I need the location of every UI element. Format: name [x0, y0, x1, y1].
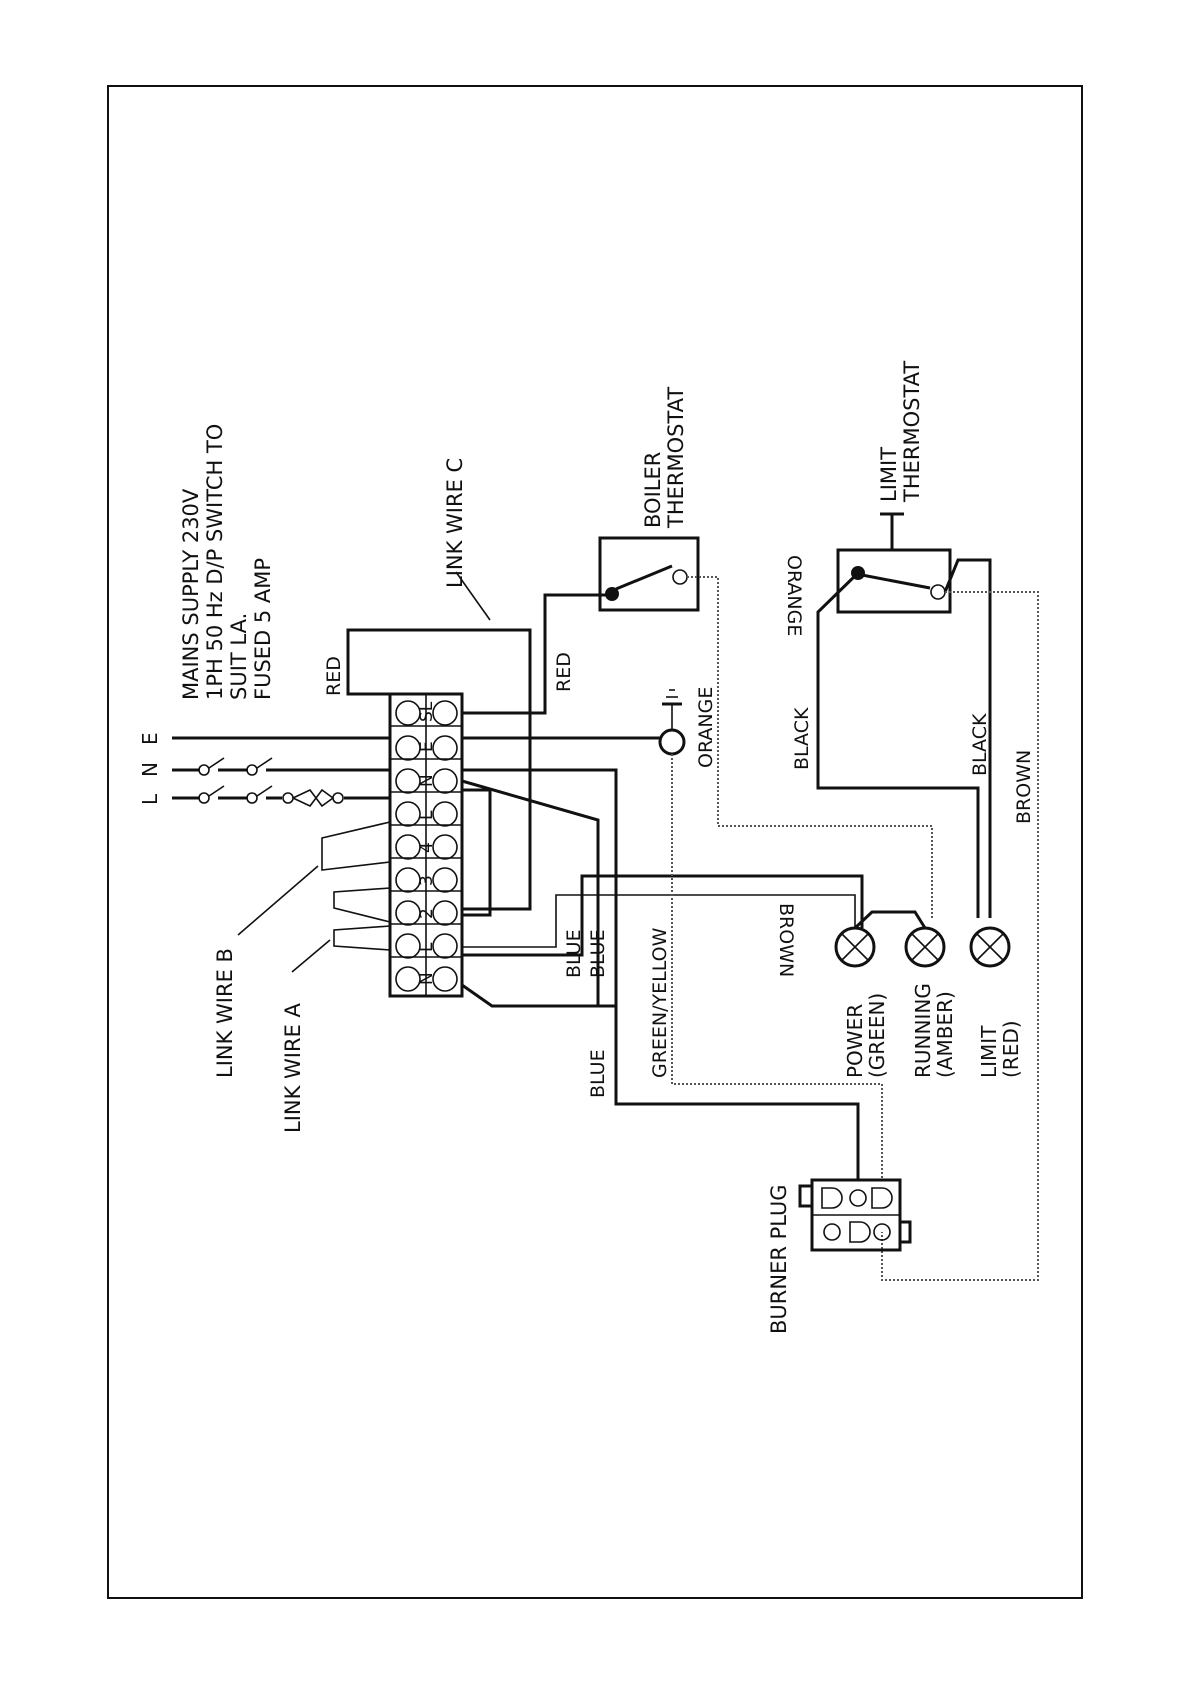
terminal-label-n: N: [417, 972, 437, 985]
terminal-label-4: 4: [417, 842, 437, 853]
earth-terminal: [462, 690, 684, 754]
mains-supply-label: MAINS SUPPLY 230V 1PH 50 Hz D/P SWITCH T…: [179, 424, 275, 700]
wire-label-red-1: RED: [323, 656, 345, 696]
boiler-thermostat-label-2: THERMOSTAT: [664, 387, 688, 529]
page-frame: [108, 86, 1082, 1598]
lamp-running-label-1: RUNNING: [911, 983, 935, 1078]
svg-text:FUSED 5 AMP: FUSED 5 AMP: [251, 558, 275, 700]
terminal-label-n2: N: [417, 774, 437, 787]
lamp-power: [836, 928, 874, 966]
svg-text:SUIT LA.: SUIT LA.: [227, 613, 251, 700]
wire-label-brown-1: BROWN: [775, 903, 797, 977]
boiler-thermostat: [600, 538, 698, 610]
link-wire-b-label: LINK WIRE B: [213, 948, 237, 1078]
wire-label-orange-earth: ORANGE: [695, 687, 717, 768]
wire-label-black-2: BLACK: [969, 713, 991, 776]
link-wire-c-label: LINK WIRE C: [443, 458, 467, 588]
link-wires-a-b: [238, 822, 390, 972]
terminal-label-l2: L: [417, 810, 437, 820]
link-wire-a-label: LINK WIRE A: [281, 1002, 305, 1133]
wire-label-brown-2: BROWN: [1013, 750, 1035, 824]
fuse-icon: [283, 790, 343, 806]
svg-text:MAINS SUPPLY 230V: MAINS SUPPLY 230V: [179, 488, 203, 700]
wire-label-red-2: RED: [553, 652, 575, 692]
terminal-label-2: 2: [417, 908, 437, 919]
terminal-label-3: 3: [417, 875, 437, 886]
svg-text:1PH 50 Hz D/P SWITCH TO: 1PH 50 Hz D/P SWITCH TO: [203, 424, 227, 700]
line-label-n: N: [138, 762, 162, 777]
wire-label-blue-1: BLUE: [563, 929, 585, 978]
lamp-running-label-2: (AMBER): [933, 991, 957, 1078]
mains-supply-lines: [172, 738, 390, 806]
terminal-block: N L 2 3 4 L N E SL: [390, 694, 462, 996]
wire-label-blue-3: BLUE: [587, 1049, 609, 1098]
lamp-power-label-1: POWER: [843, 1004, 867, 1078]
limit-thermostat-label-1: LIMIT: [877, 447, 901, 502]
lamp-limit: [971, 928, 1009, 966]
lamp-limit-label-1: LIMIT: [977, 1025, 1001, 1078]
wire-brown-limit: [882, 592, 1038, 1280]
lamp-running: [906, 928, 944, 966]
lamp-power-label-2: (GREEN): [865, 993, 889, 1078]
limit-thermostat-label-2: THERMOSTAT: [900, 361, 924, 503]
limit-thermostat: [838, 514, 950, 612]
terminal-label-e: E: [417, 741, 437, 752]
wire-label-orange-top: ORANGE: [783, 555, 805, 636]
wire-label-green-yellow: GREEN/YELLOW: [649, 927, 671, 1078]
line-label-l: L: [138, 793, 162, 805]
wire-label-black-1: BLACK: [791, 707, 813, 770]
burner-plug-label: BURNER PLUG: [767, 1184, 791, 1334]
boiler-thermostat-label-1: BOILER: [641, 452, 665, 528]
terminal-label-l: L: [417, 942, 437, 952]
wire-black-1: [818, 573, 978, 918]
burner-plug: [800, 1180, 910, 1250]
line-label-e: E: [138, 732, 162, 745]
terminal-label-sl: SL: [417, 701, 437, 722]
lamp-limit-label-2: (RED): [999, 1020, 1023, 1078]
